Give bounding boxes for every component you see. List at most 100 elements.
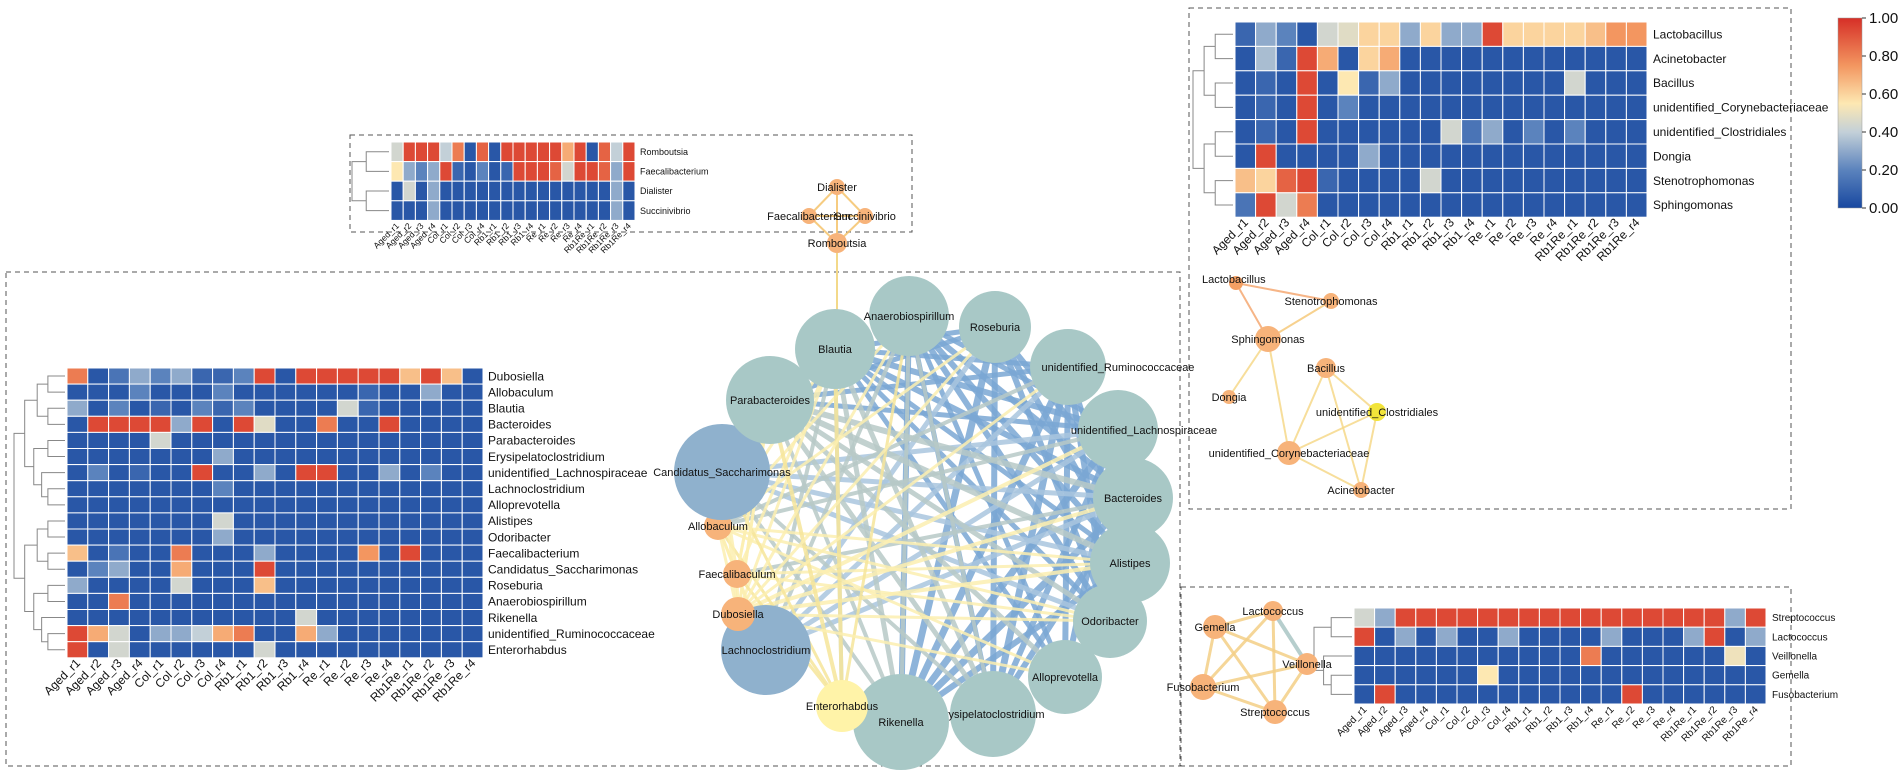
heatmap-cell [402, 180, 416, 202]
heatmap-cell [1378, 192, 1401, 218]
heatmap-cell [1358, 21, 1380, 47]
heatmap-cell [149, 609, 172, 627]
heatmap-cell [1399, 21, 1421, 47]
heatmap-cell [170, 431, 193, 449]
heatmap-cell [1564, 167, 1586, 194]
heatmap-cell [1358, 143, 1380, 169]
heatmap-cell [274, 576, 297, 594]
heatmap-cell [1456, 607, 1479, 628]
dendrogram-branch [36, 528, 48, 562]
dendrogram-branch [41, 472, 65, 498]
heatmap-cell [170, 496, 193, 514]
colorbar-tick-label: 1.00 [1869, 10, 1898, 27]
heatmap-cell [1744, 665, 1767, 686]
network-node [1073, 584, 1147, 658]
heatmap-cell [66, 560, 89, 578]
heatmap-cell [336, 528, 359, 546]
heatmap-cell [440, 625, 463, 643]
network-edge [1201, 662, 1309, 689]
heatmap-cell [1662, 684, 1685, 705]
network-node [1093, 458, 1173, 538]
heatmap-cell [336, 544, 359, 562]
heatmap-cell [461, 415, 484, 433]
heatmap-cell [253, 609, 276, 627]
network-main: AnaerobiospirillumRoseburiaunidentified_… [653, 276, 1217, 770]
heatmap-cell [170, 480, 193, 498]
heatmap-cell [1234, 45, 1257, 72]
heatmap-cell [128, 625, 151, 643]
heatmap-cell [1580, 626, 1602, 647]
heatmap-cell [316, 480, 338, 498]
heatmap-cell [66, 367, 89, 385]
heatmap-cell [295, 528, 318, 546]
heatmap-cell [253, 512, 276, 530]
heatmap-cell [1600, 645, 1623, 667]
heatmap-cell [1625, 192, 1648, 218]
heatmap-cell [1744, 645, 1767, 667]
heatmap-cell [549, 141, 563, 163]
node-label: Blautia [818, 344, 853, 356]
heatmap-cell [1461, 119, 1483, 145]
network-node [1078, 390, 1158, 470]
heatmap-cell [1399, 143, 1421, 169]
node-label: Anaerobiospirillum [864, 311, 955, 323]
heatmap-cell [357, 544, 380, 562]
heatmap-cell [232, 560, 255, 578]
heatmap-cell [274, 415, 297, 433]
heatmap-cell [1255, 21, 1277, 47]
network-node [816, 680, 868, 732]
row-label: Dialister [640, 186, 673, 196]
node-label: Rikenella [878, 717, 924, 729]
network-edge [1288, 452, 1362, 491]
heatmap-cell [439, 141, 453, 163]
heatmap-cell [357, 560, 380, 578]
heatmap-cell [274, 641, 297, 659]
heatmap-cell [1378, 21, 1401, 47]
heatmap-cell [274, 448, 297, 466]
heatmap-cell [1275, 70, 1298, 96]
heatmap-cell [1378, 70, 1401, 96]
heatmap-cell [108, 367, 130, 385]
heatmap-cell [512, 180, 526, 202]
heatmap-cell [357, 496, 380, 514]
heatmap-cell [399, 480, 422, 498]
heatmap-cell [1296, 167, 1318, 194]
heatmap-cell [87, 496, 110, 514]
network-edge [1360, 411, 1378, 491]
heatmap-cell [1584, 45, 1607, 72]
heatmap-cell [212, 480, 234, 498]
heatmap-cell [475, 200, 490, 221]
heatmap-cell [402, 141, 416, 163]
dendrogram-branch [1330, 617, 1352, 638]
row-label: Parabacteroides [488, 434, 575, 448]
heatmap-cell [1605, 94, 1627, 121]
heatmap-cell [427, 180, 441, 202]
heatmap-cell [378, 480, 401, 498]
heatmap-cell [212, 609, 234, 627]
heatmap-cell [1497, 665, 1520, 686]
heatmap-cell [108, 528, 130, 546]
heatmap-cell [212, 512, 234, 530]
network-edge [716, 365, 1070, 528]
heatmap-cell [66, 592, 89, 611]
heatmap-cell [399, 464, 422, 482]
heatmap-cell [357, 431, 380, 449]
heatmap-cell [108, 544, 130, 562]
heatmap-cell [420, 399, 442, 417]
heatmap-cell [232, 383, 255, 401]
heatmap-cell [212, 544, 234, 562]
heatmap-cell [597, 161, 612, 182]
heatmap-cell [1374, 684, 1396, 705]
heatmap-cell [414, 180, 429, 202]
heatmap-cell [232, 625, 255, 643]
heatmap-cell [1358, 94, 1380, 121]
heatmap-cell [295, 560, 318, 578]
node-label: Veillonella [1282, 659, 1332, 671]
heatmap-cell [440, 560, 463, 578]
heatmap-cell [1399, 167, 1421, 194]
network-node [1222, 390, 1236, 404]
network-node [1229, 276, 1243, 290]
colorbar-tick-label: 0.80 [1869, 48, 1898, 65]
heatmap-cell [108, 641, 130, 659]
heatmap-cell [232, 399, 255, 417]
